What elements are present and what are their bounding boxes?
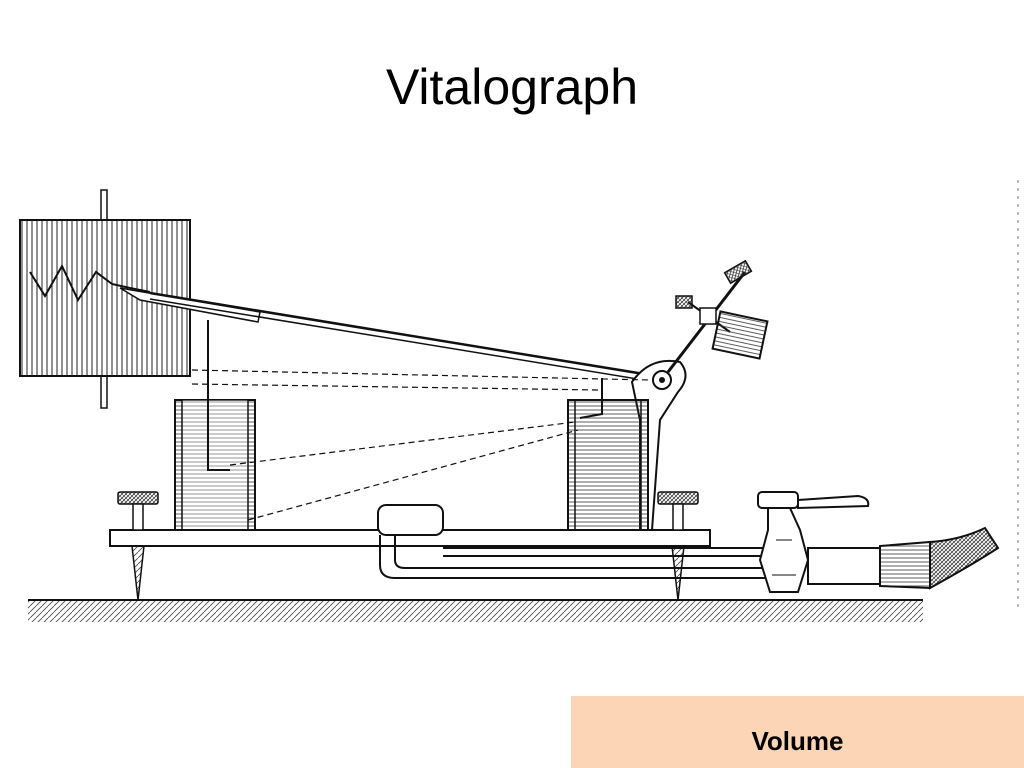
volume-label-box: Volume: [571, 696, 1024, 768]
right-cylinder: [567, 378, 649, 531]
ground: [28, 599, 923, 622]
air-tube: [377, 504, 770, 579]
mouthpiece-hose: [807, 526, 1000, 590]
left-cylinder: [174, 320, 256, 531]
right-leveling-screw: [657, 491, 699, 601]
left-leveling-screw: [117, 491, 159, 601]
dashed-guides: [191, 369, 651, 521]
vitalograph-apparatus-figure: [19, 180, 1019, 622]
pen-arm: [119, 287, 651, 382]
volume-label: Volume: [751, 726, 844, 756]
pivot-assembly: [630, 259, 769, 531]
stopcock-valve: [757, 491, 870, 593]
slide-title: Vitalograph: [385, 59, 639, 115]
